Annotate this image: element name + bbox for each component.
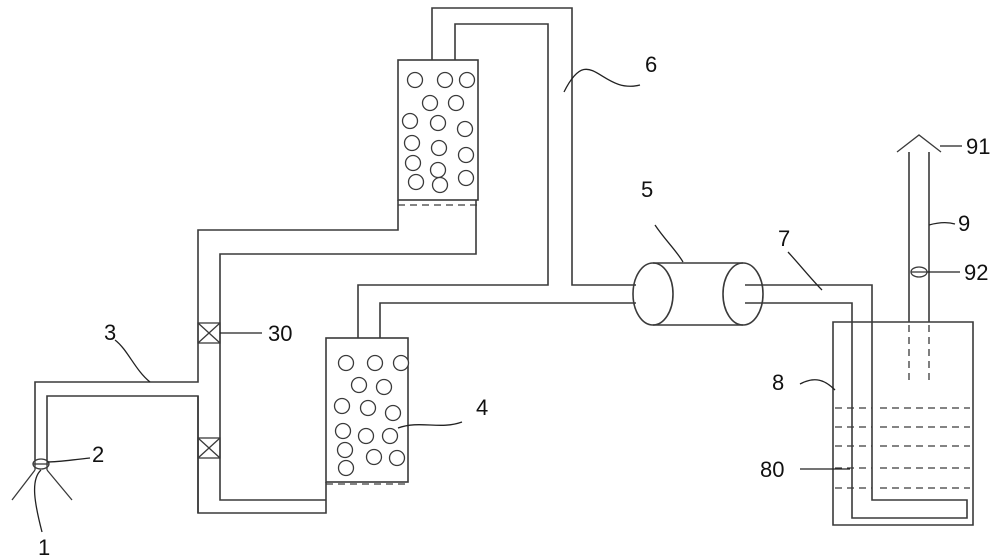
packing-balls-lower	[333, 354, 410, 477]
pipe-7	[745, 284, 968, 519]
funnel	[11, 460, 73, 501]
upper-packed-column	[397, 59, 479, 206]
label-6: 6	[645, 52, 657, 77]
label-3: 3	[104, 320, 116, 345]
exhaust-pipe-9	[908, 152, 930, 385]
valve-30-upper	[197, 322, 221, 344]
label-9: 9	[958, 211, 970, 236]
packing-ball	[392, 354, 410, 372]
packing-ball	[403, 134, 421, 152]
packing-ball	[365, 448, 383, 466]
valve-92	[910, 266, 928, 278]
valve-2	[32, 458, 50, 470]
tank-8	[832, 321, 974, 526]
packing-ball	[429, 161, 447, 179]
label-8: 8	[772, 370, 784, 395]
packing-ball	[384, 404, 402, 422]
label-92: 92	[964, 260, 988, 285]
packing-ball	[404, 154, 422, 172]
label-5: 5	[641, 177, 653, 202]
packing-ball	[457, 146, 475, 164]
packing-ball	[359, 399, 377, 417]
packing-balls-upper	[401, 71, 476, 194]
label-4: 4	[476, 395, 488, 420]
label-80: 80	[760, 457, 784, 482]
label-1: 1	[38, 535, 50, 559]
packing-ball	[458, 71, 476, 89]
valve-30-lower	[197, 437, 221, 459]
arrow-91	[896, 134, 942, 153]
packing-ball	[457, 169, 475, 187]
packing-ball	[350, 376, 368, 394]
packing-ball	[388, 449, 406, 467]
pipe-6	[357, 7, 636, 338]
label-30: 30	[268, 321, 292, 346]
packing-ball	[421, 94, 439, 112]
packing-ball	[431, 176, 449, 194]
packing-ball	[406, 71, 424, 89]
packing-ball	[381, 427, 399, 445]
packing-ball	[337, 459, 355, 477]
packing-ball	[366, 354, 384, 372]
label-7: 7	[778, 226, 790, 251]
leader-lines	[33, 68, 962, 533]
packing-ball	[357, 427, 375, 445]
packed-column-4	[325, 337, 409, 485]
packing-ball	[401, 112, 419, 130]
packing-ball	[429, 114, 447, 132]
label-91: 91	[966, 134, 990, 159]
packing-ball	[430, 139, 448, 157]
packing-ball	[333, 397, 351, 415]
packing-ball	[337, 354, 355, 372]
packing-ball	[436, 71, 454, 89]
packing-ball	[375, 378, 393, 396]
label-2: 2	[92, 442, 104, 467]
packing-ball	[456, 120, 474, 138]
packing-ball	[447, 94, 465, 112]
cylinder-5	[632, 262, 764, 326]
packing-ball	[336, 441, 354, 459]
packing-ball	[407, 173, 425, 191]
packing-ball	[334, 422, 352, 440]
liquid-80	[835, 407, 970, 489]
